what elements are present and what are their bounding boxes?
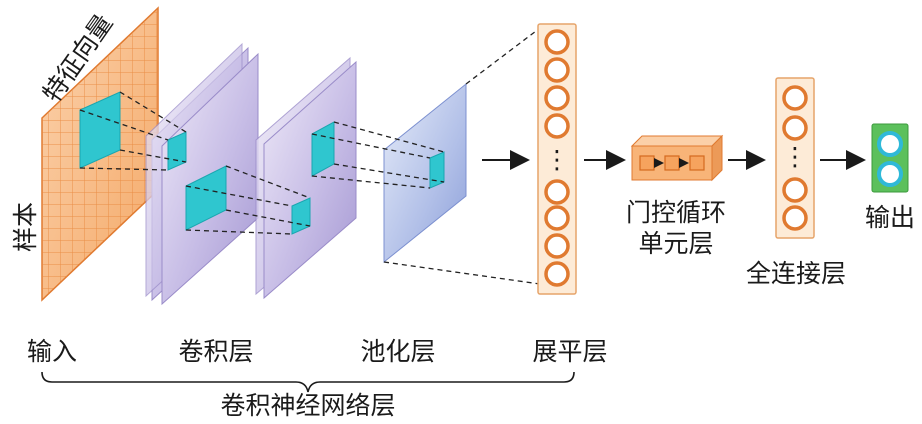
conv-label: 卷积层 (178, 337, 253, 366)
output-box (871, 123, 909, 193)
projection-lines (79, 27, 541, 285)
flatten-label: 展平层 (532, 337, 607, 366)
fc-neuron (782, 205, 808, 231)
flatten-neurons (544, 29, 570, 287)
input-label: 输入 (27, 337, 77, 366)
sample-axis-label: 样本 (11, 202, 40, 252)
gru-label-line2: 单元层 (638, 229, 713, 258)
cnn-brace (41, 371, 575, 393)
gru-block (630, 134, 724, 182)
flatten-neuron (544, 179, 570, 205)
flatten-neuron (544, 261, 570, 287)
fc-label: 全连接层 (746, 259, 846, 288)
fc-neurons (782, 85, 808, 231)
flatten-neuron (544, 205, 570, 231)
fc-neuron (782, 85, 808, 111)
flatten-neuron (544, 57, 570, 83)
flatten-neuron (544, 113, 570, 139)
conv-layer-stack (145, 42, 259, 306)
cnn-brace-label: 卷积神经网络层 (220, 391, 395, 420)
pool-label: 池化层 (360, 337, 435, 366)
output-label: 输出 (865, 203, 915, 232)
conv2-layer-stack (255, 56, 357, 300)
flatten-ellipsis: ⋮ (545, 145, 570, 174)
fc-neuron (782, 177, 808, 203)
fc-neuron (782, 115, 808, 141)
flatten-neuron (544, 233, 570, 259)
flatten-neuron (544, 29, 570, 55)
fc-ellipsis: ⋮ (783, 142, 808, 171)
gru-label-line1: 门控循环 (626, 198, 726, 227)
pool-layer-plane (383, 82, 467, 264)
pool-output-patch (429, 151, 445, 189)
flatten-neuron (544, 85, 570, 111)
